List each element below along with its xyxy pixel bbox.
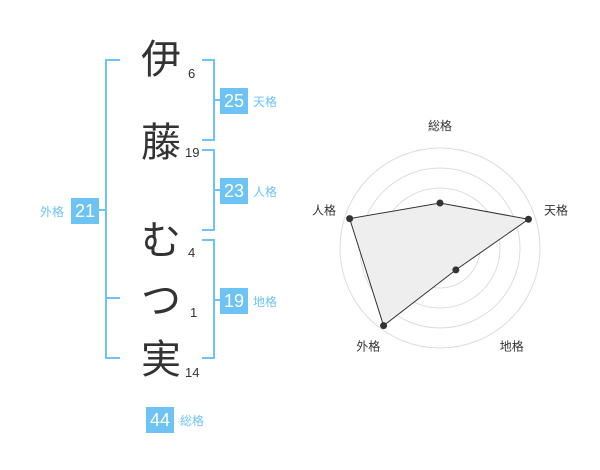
name-char-4: つ bbox=[141, 278, 181, 324]
name-char-1: 伊 bbox=[141, 37, 181, 83]
soukaku-badge: 44 bbox=[146, 407, 174, 433]
radar-point bbox=[524, 215, 532, 223]
tenkaku-badge: 25 bbox=[220, 88, 248, 114]
radar-point bbox=[436, 199, 444, 207]
name-char-3: む bbox=[141, 218, 181, 264]
jinkaku-badge: 23 bbox=[220, 178, 248, 204]
radar-grid-ring bbox=[339, 147, 541, 349]
radar-point bbox=[452, 266, 460, 274]
tenkaku-label: 天格 bbox=[253, 95, 278, 109]
radar-axis-label: 外格 bbox=[356, 339, 380, 354]
radar-data-polygon bbox=[348, 202, 530, 327]
radar-axis-label: 地格 bbox=[500, 339, 524, 354]
radar-point bbox=[346, 215, 354, 223]
gaikaku-badge: 21 bbox=[71, 198, 99, 224]
name-char-2: 藤 bbox=[141, 120, 181, 166]
gaikaku-label: 外格 bbox=[40, 205, 65, 219]
name-char-5: 実 bbox=[141, 337, 181, 383]
chikaku-label: 地格 bbox=[253, 295, 278, 309]
radar-point bbox=[380, 322, 388, 330]
stroke-count-1: 6 bbox=[188, 66, 196, 81]
stroke-count-3: 4 bbox=[188, 245, 196, 260]
radar-axis-label: 総格 bbox=[428, 118, 452, 133]
soukaku-label: 総格 bbox=[180, 414, 205, 428]
chikaku-badge: 19 bbox=[220, 288, 248, 314]
radar-data-points bbox=[346, 199, 532, 330]
jinkaku-label: 人格 bbox=[253, 185, 278, 199]
stroke-count-4: 1 bbox=[190, 305, 198, 320]
radar-axis-label: 天格 bbox=[544, 202, 568, 217]
radar-axis-label: 人格 bbox=[312, 202, 336, 217]
stroke-count-2: 19 bbox=[185, 145, 200, 160]
stroke-count-5: 14 bbox=[185, 365, 200, 380]
